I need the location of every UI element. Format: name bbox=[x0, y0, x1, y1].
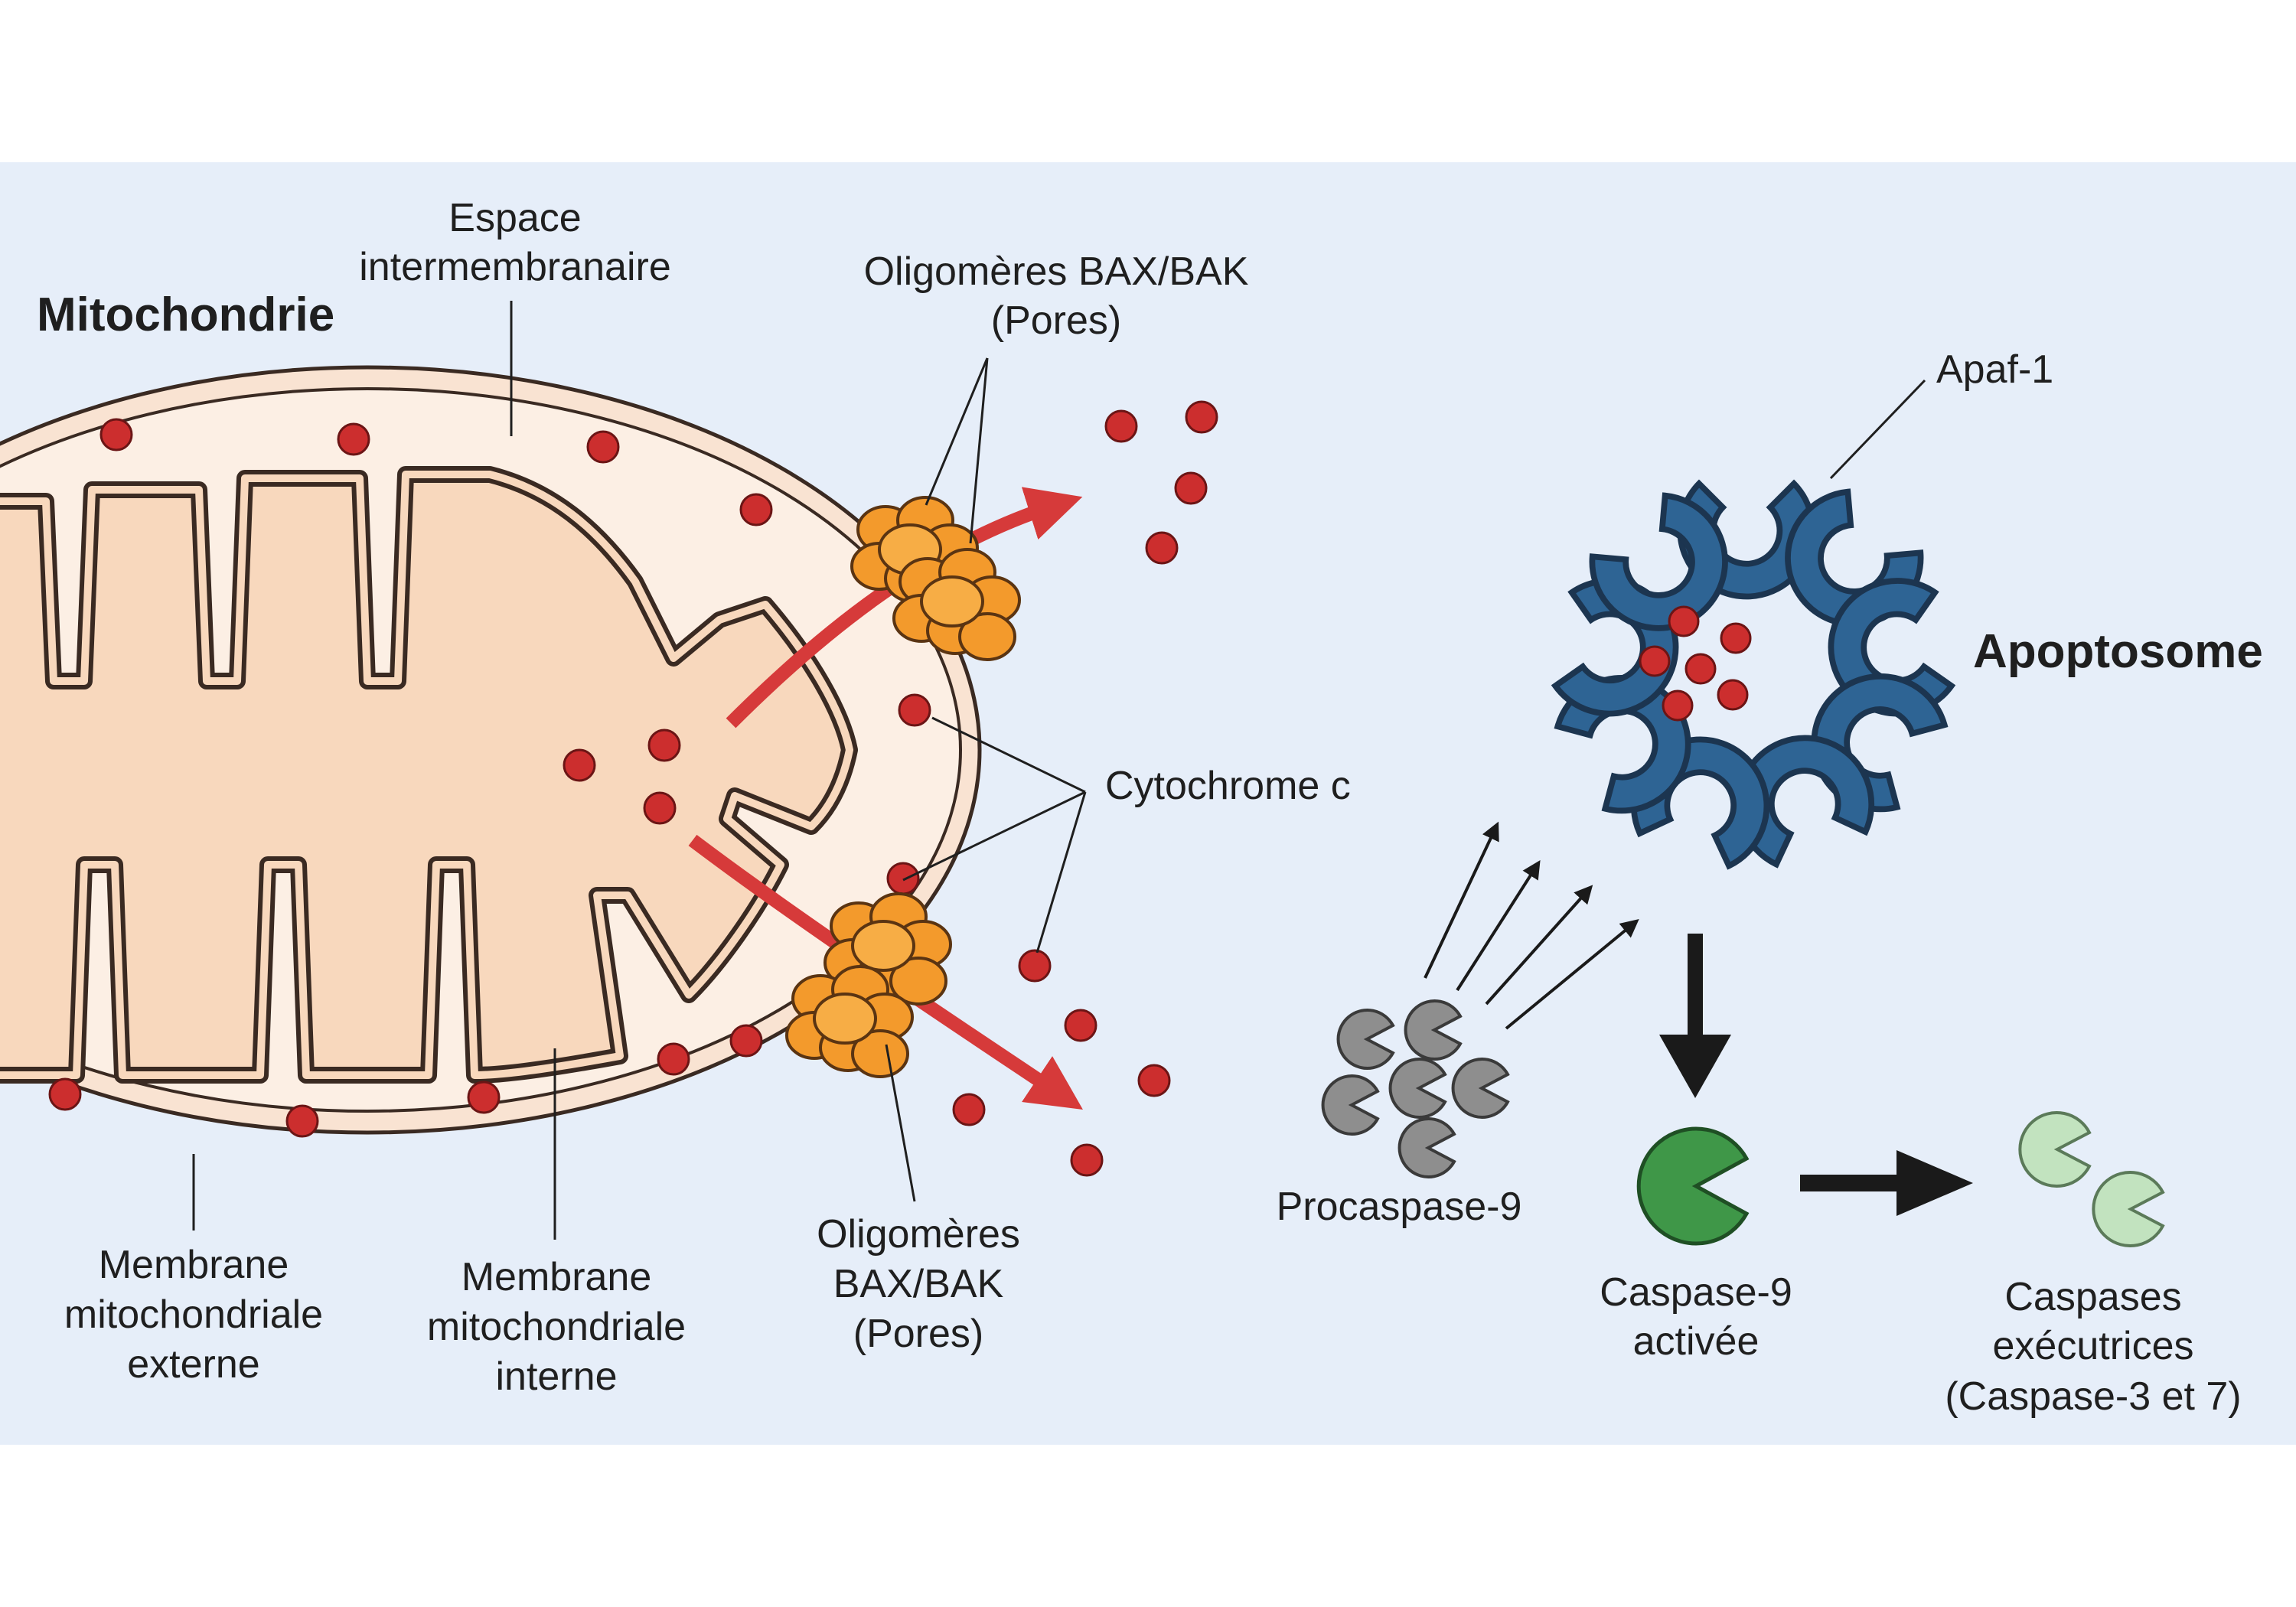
title-mitochondrie: Mitochondrie bbox=[37, 288, 334, 341]
label-apoptosome: Apoptosome bbox=[1973, 625, 2263, 678]
label-membrane-interne-line2: mitochondriale bbox=[427, 1305, 686, 1349]
label-pores-top-line2: (Pores) bbox=[991, 298, 1121, 343]
label-membrane-interne-line3: interne bbox=[496, 1354, 618, 1399]
label-procaspase-9: Procaspase-9 bbox=[1277, 1185, 1522, 1229]
activation-arrow bbox=[1659, 934, 1731, 1098]
recruitment-arrows bbox=[1424, 821, 1639, 1030]
label-espace-line2: intermembranaire bbox=[359, 245, 671, 289]
label-executrices-line2: exécutrices bbox=[1993, 1324, 2194, 1368]
label-espace-line1: Espace bbox=[448, 196, 581, 240]
cascade-arrow bbox=[1800, 1150, 1973, 1216]
cytochrome-c-released bbox=[952, 400, 1218, 1177]
label-pores-bottom-line2: BAX/BAK bbox=[833, 1262, 1004, 1306]
label-pores-bottom-line3: (Pores) bbox=[853, 1312, 983, 1356]
label-pores-top-line1: Oligomères BAX/BAK bbox=[864, 249, 1249, 294]
label-pores-bottom-line1: Oligomères bbox=[817, 1212, 1020, 1257]
label-caspase-9-line1: Caspase-9 bbox=[1600, 1270, 1792, 1315]
label-executrices-line3: (Caspase-3 et 7) bbox=[1945, 1374, 2241, 1419]
label-membrane-interne-line1: Membrane bbox=[461, 1255, 652, 1299]
cytochrome-c-matrix bbox=[563, 693, 931, 895]
cytochrome-c-intermembrane bbox=[48, 418, 773, 1138]
label-apaf1: Apaf-1 bbox=[1936, 347, 2053, 392]
label-membrane-externe-line2: mitochondriale bbox=[64, 1292, 323, 1337]
label-caspase-9-line2: activée bbox=[1633, 1319, 1760, 1364]
inner-membrane-cristae-inner-line bbox=[0, 471, 853, 1079]
leader-lines bbox=[192, 301, 1926, 1240]
label-membrane-externe-line3: externe bbox=[127, 1342, 259, 1387]
label-executrices-line1: Caspases bbox=[2004, 1275, 2181, 1319]
mitochondrion bbox=[0, 365, 982, 1138]
label-membrane-externe-line1: Membrane bbox=[99, 1243, 289, 1287]
release-arrow-top bbox=[726, 487, 1083, 729]
label-cytochrome-c: Cytochrome c bbox=[1105, 764, 1351, 808]
apoptosome-cytochrome-c bbox=[1639, 605, 1752, 722]
